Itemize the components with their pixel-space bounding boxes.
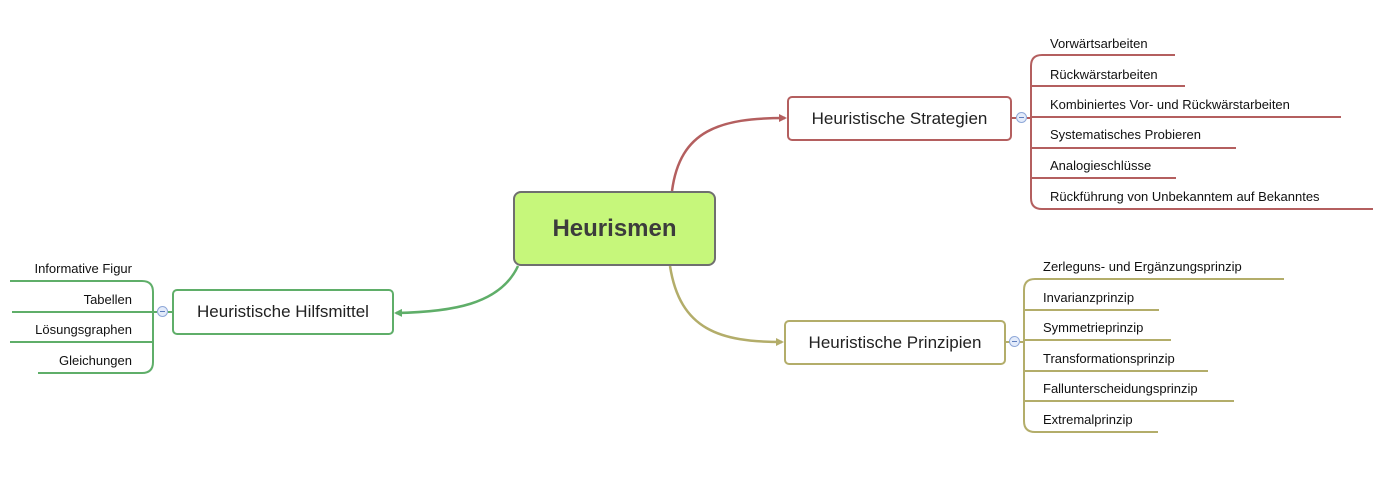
leaf-prinzipien-4[interactable]: Transformationsprinzip [1043,351,1175,366]
branch-label-hilfsmittel: Heuristische Hilfsmittel [197,302,369,321]
prinzipien-bracket [1006,278,1284,433]
leaf-strategien-3[interactable]: Kombiniertes Vor- und Rückwärstarbeiten [1050,97,1290,112]
leaf-prinzipien-6[interactable]: Extremalprinzip [1043,412,1133,427]
leaf-hilfsmittel-2[interactable]: Tabellen [83,292,132,307]
branch-node-strategien[interactable]: Heuristische Strategien [787,96,1012,141]
strategien-bracket [1012,54,1373,210]
connector-prinzipien [668,265,784,346]
central-node[interactable]: Heurismen [513,191,716,266]
leaf-hilfsmittel-4[interactable]: Gleichungen [59,353,132,368]
leaf-hilfsmittel-3[interactable]: Lösungsgraphen [35,322,132,337]
leaf-hilfsmittel-1[interactable]: Informative Figur [34,261,132,276]
connector-strategien [670,114,787,192]
collapse-minus-icon[interactable] [1009,336,1020,347]
leaf-prinzipien-1[interactable]: Zerleguns- und Ergänzungsprinzip [1043,259,1242,274]
leaf-strategien-6[interactable]: Rückführung von Unbekanntem auf Bekannte… [1050,189,1320,204]
branch-label-strategien: Heuristische Strategien [811,108,988,128]
branch-node-prinzipien[interactable]: Heuristische Prinzipien [784,320,1006,365]
leaf-strategien-2[interactable]: Rückwärstarbeiten [1050,67,1158,82]
collapse-minus-icon[interactable] [157,306,168,317]
leaf-strategien-5[interactable]: Analogieschlüsse [1050,158,1152,173]
branch-label-prinzipien: Heuristische Prinzipien [808,332,982,352]
central-node-label: Heurismen [552,214,677,242]
leaf-strategien-1[interactable]: Vorwärtsarbeiten [1050,36,1148,51]
branch-node-hilfsmittel[interactable]: Heuristische Hilfsmittel [172,289,394,335]
collapse-minus-icon[interactable] [1016,112,1027,123]
leaf-prinzipien-2[interactable]: Invarianzprinzip [1043,290,1135,305]
leaf-prinzipien-5[interactable]: Fallunterscheidungsprinzip [1043,381,1198,396]
leaf-strategien-4[interactable]: Systematisches Probieren [1050,127,1202,142]
hilfsmittel-bracket [10,280,172,374]
leaf-prinzipien-3[interactable]: Symmetrieprinzip [1043,320,1144,335]
connector-hilfsmittel [394,265,520,317]
